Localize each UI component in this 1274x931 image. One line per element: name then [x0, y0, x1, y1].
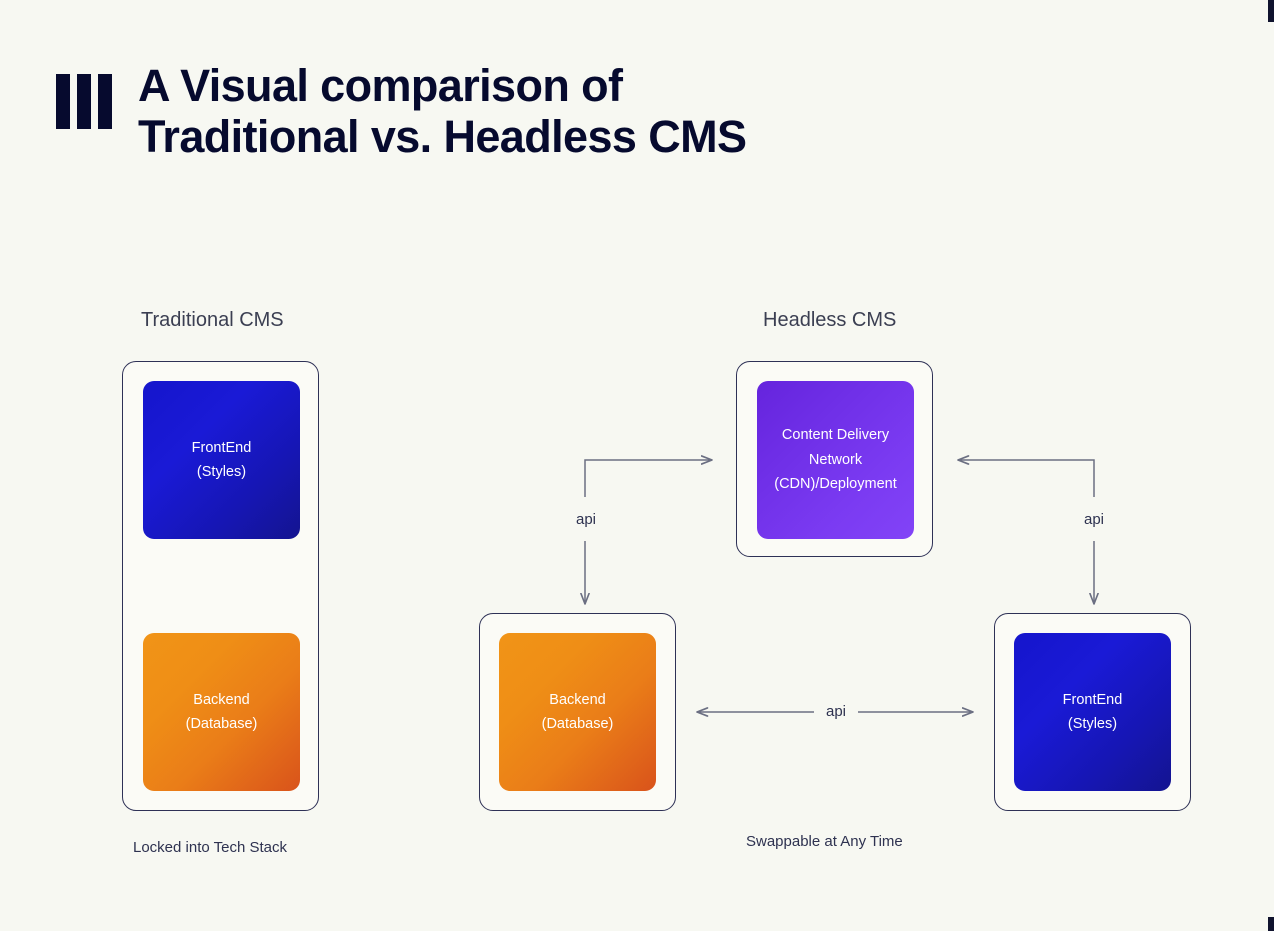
logo-bar-2	[77, 74, 91, 129]
page-title-line-2: Traditional vs. Headless CMS	[138, 111, 747, 163]
node-traditional-frontend[interactable]: FrontEnd (Styles)	[143, 381, 300, 539]
node-traditional-backend-line-2: (Database)	[185, 716, 258, 732]
node-traditional-backend[interactable]: Backend (Database)	[143, 633, 300, 791]
node-headless-cdn-line-3: (CDN)/Deployment	[774, 476, 897, 493]
node-traditional-backend-line-1: Backend	[193, 691, 250, 708]
node-traditional-frontend-line-1: FrontEnd	[191, 439, 252, 456]
logo-bar-1	[56, 74, 70, 129]
node-headless-frontend-line-2: (Styles)	[1067, 716, 1118, 732]
page-title-line-1: A Visual comparison of	[138, 60, 623, 111]
node-headless-cdn-line-1: Content Delivery	[781, 427, 890, 444]
node-headless-frontend[interactable]: FrontEnd (Styles)	[1014, 633, 1171, 791]
node-headless-cdn-line-2: Network	[808, 451, 863, 468]
node-headless-frontend-line-1: FrontEnd	[1062, 691, 1123, 708]
api-label-backend-cdn: api	[570, 509, 603, 530]
page-header: A Visual comparison of Traditional vs. H…	[56, 60, 747, 163]
arrow-headless-frontend-to-cdn	[958, 460, 1095, 497]
three-vertical-bars-logo-icon	[56, 74, 112, 129]
api-label-backend-frontend: api	[820, 701, 853, 722]
node-headless-backend-line-1: Backend	[549, 691, 606, 708]
arrow-headless-backend-to-cdn	[584, 460, 712, 497]
section-heading-headless: Headless CMS	[763, 309, 897, 331]
page-title: A Visual comparison of Traditional vs. H…	[138, 60, 747, 163]
section-heading-traditional: Traditional CMS	[141, 309, 284, 331]
logo-bar-3	[98, 74, 112, 129]
node-traditional-frontend-line-2: (Styles)	[196, 464, 247, 480]
node-headless-backend-line-2: (Database)	[541, 716, 614, 732]
node-headless-backend[interactable]: Backend (Database)	[499, 633, 656, 791]
edge-artifact-bottom-right	[1268, 917, 1274, 931]
node-headless-cdn[interactable]: Content Delivery Network (CDN)/Deploymen…	[757, 381, 914, 539]
caption-traditional-cms: Locked into Tech Stack	[133, 839, 287, 856]
edge-artifact-top-right	[1268, 0, 1274, 22]
api-label-cdn-frontend: api	[1078, 509, 1111, 530]
caption-headless-cms: Swappable at Any Time	[746, 833, 903, 850]
